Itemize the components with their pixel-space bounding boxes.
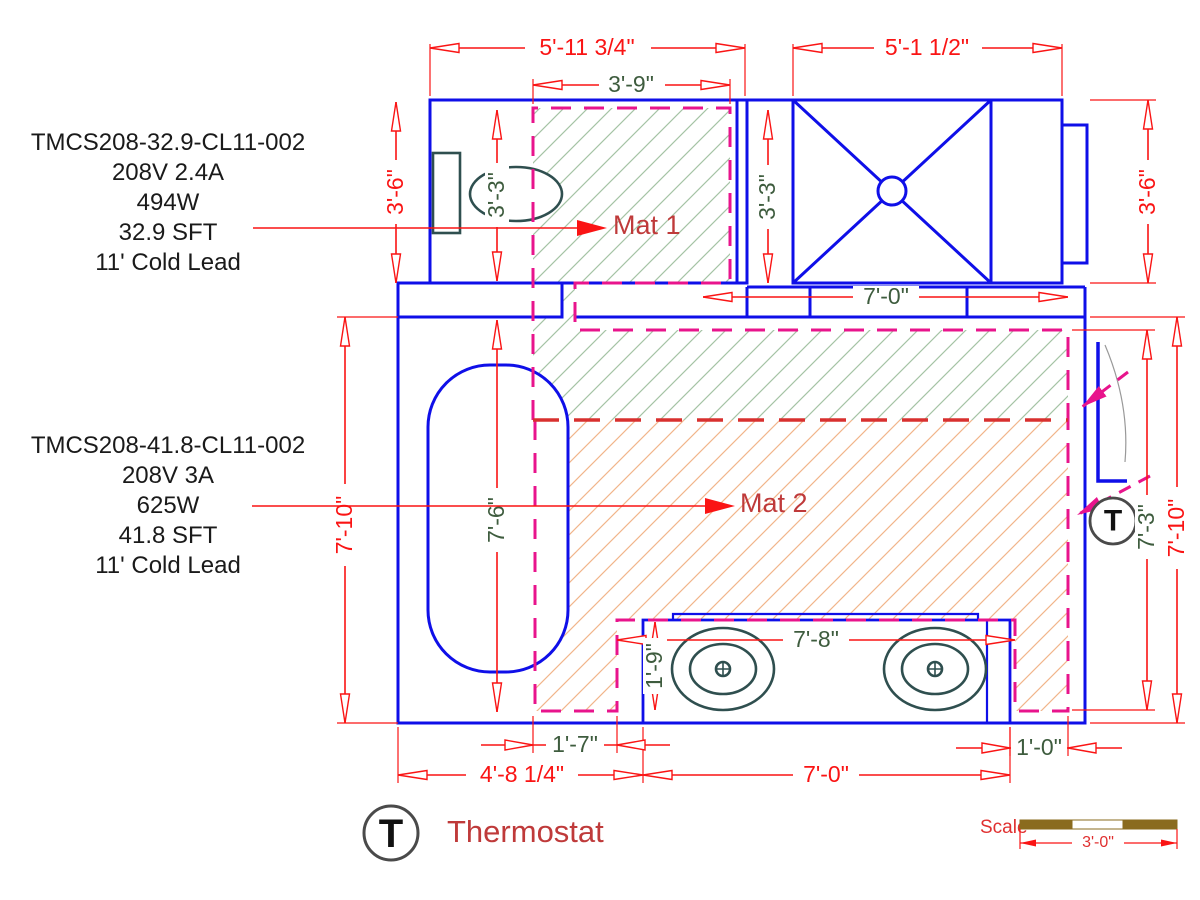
legend-thermostat-circle: [362, 804, 420, 862]
mat2-boundary: [533, 420, 1070, 713]
mat1-leader: Mat 1: [253, 210, 681, 240]
mat2-leader-arrow: [705, 498, 735, 514]
toilet-room: [428, 98, 749, 285]
dim-vanity-notch-depth: 1'-9": [641, 643, 667, 689]
sink-left: [670, 626, 776, 712]
dim-shower-height: 3'-6": [1134, 169, 1160, 215]
mat1-boundary: [531, 106, 1070, 420]
dim-mat1-height-left: 3'-3": [483, 172, 509, 218]
scale-bar-middle-segment: [1071, 819, 1124, 830]
shower: [791, 98, 1089, 285]
mat2-spec-block: TMCS208-41.8-CL11-002 208V 3A 625W 41.8 …: [31, 432, 305, 579]
outside-arrowheads: [504, 739, 1097, 754]
dim-left-section: 4'-8 1/4": [480, 761, 564, 787]
mat1-label: Mat 1: [613, 210, 681, 240]
mat2-spec-electrical: 208V 3A: [122, 462, 214, 489]
mat2-leader: Mat 2: [252, 488, 808, 518]
dim-toilet-room-width: 5'-11 3/4": [539, 34, 634, 60]
mat1-spec-model: TMCS208-32.9-CL11-002: [31, 129, 305, 156]
dim-tub-to-vanity: 1'-7": [552, 731, 598, 757]
dim-vanity-notch-width: 7'-8": [793, 626, 839, 652]
sink-right: [882, 626, 988, 712]
dim-vanity-width: 7'-0": [803, 761, 849, 787]
dim-mat2-height-right: 7'-3": [1133, 504, 1159, 550]
scale-value: 3'-0": [1082, 834, 1114, 851]
dim-entry-strip: 7'-0": [863, 283, 909, 309]
mat1-spec-lead: 11' Cold Lead: [95, 249, 241, 276]
cold-lead-mat1: [1081, 370, 1129, 409]
thermostat-letter: T: [1104, 505, 1122, 538]
thermostat-symbol: T: [1088, 496, 1138, 546]
extension-lines: [337, 44, 1185, 783]
mat1-heated-area: [533, 108, 1068, 420]
dim-toilet-room-height: 3'-6": [382, 169, 408, 215]
legend-thermostat-label: Thermostat: [447, 814, 604, 849]
mat2-spec-watts: 625W: [137, 492, 200, 519]
mat1-spec-electrical: 208V 2.4A: [112, 159, 224, 186]
mat2-spec-lead: 11' Cold Lead: [95, 552, 241, 579]
mat2-spec-area: 41.8 SFT: [119, 522, 218, 549]
door-swing-arc: [1104, 344, 1127, 463]
scale-bar: Scale 3'-0": [980, 817, 1178, 851]
mat1-spec-watts: 494W: [137, 189, 200, 216]
shower-niche: [1060, 123, 1089, 265]
mat2-spec-model: TMCS208-41.8-CL11-002: [31, 432, 305, 459]
cold-lead-arrows: [1076, 370, 1151, 517]
mat1-spec-block: TMCS208-32.9-CL11-002 208V 2.4A 494W 32.…: [31, 129, 305, 276]
mat2-heated-area: [535, 420, 1068, 711]
cold-lead-mat2: [1076, 474, 1151, 517]
wall-band: [396, 281, 564, 319]
dim-shower-width: 5'-1 1/2": [885, 34, 969, 60]
mat2-label: Mat 2: [740, 488, 808, 518]
shower-drain: [876, 175, 908, 207]
dim-room-height-left: 7'-10": [331, 496, 357, 555]
mat1-leader-arrow: [577, 220, 607, 236]
dim-mat1-height-right: 3'-3": [754, 174, 780, 220]
legend: T Thermostat: [362, 804, 604, 862]
dim-mat1-width: 3'-9": [608, 71, 654, 97]
scale-label: Scale: [980, 817, 1028, 838]
dim-right-gap: 1'-0": [1016, 734, 1062, 760]
mat1-spec-area: 32.9 SFT: [119, 219, 218, 246]
legend-thermostat-letter: T: [379, 812, 403, 856]
dim-mat2-height-left: 7'-6": [483, 497, 509, 543]
door: [1096, 342, 1127, 483]
dim-room-height-right: 7'-10": [1163, 499, 1189, 558]
